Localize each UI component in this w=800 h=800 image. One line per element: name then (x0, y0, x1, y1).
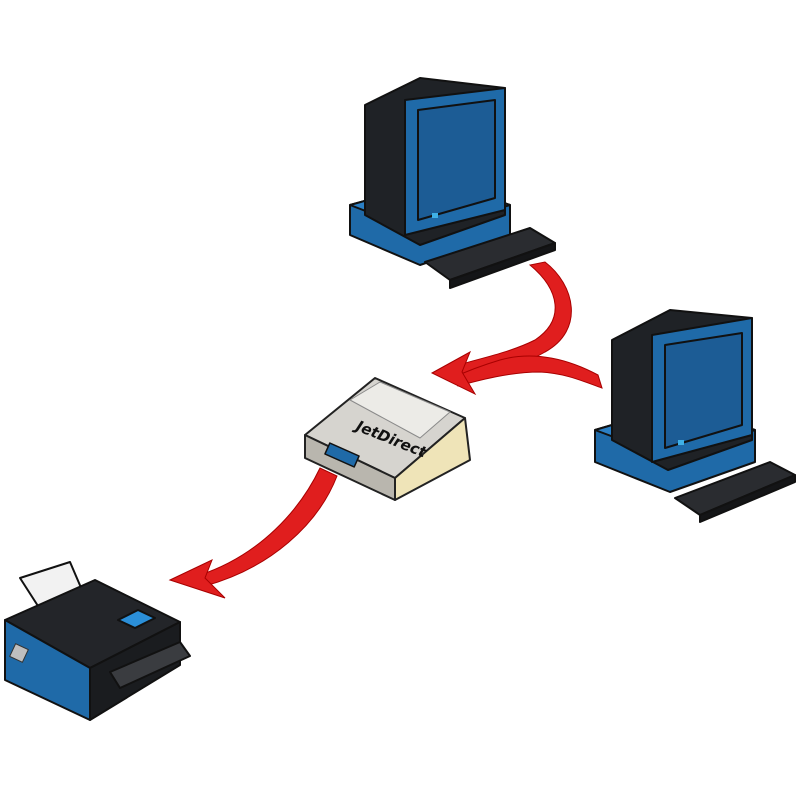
computer-top (349, 77, 556, 289)
computer-top-screen (417, 99, 496, 221)
arrowhead-printer (168, 559, 226, 599)
computer-right (594, 309, 796, 523)
hub-side (394, 417, 471, 501)
print-server-hub: JetDirect (304, 377, 471, 501)
printer-tray (109, 641, 191, 689)
hub-port (324, 442, 360, 468)
printer (4, 561, 191, 721)
printer-label (9, 643, 29, 663)
arrow-hub-to-printer (168, 467, 338, 599)
computer-right-screen (664, 332, 743, 449)
arrowhead-hub (430, 350, 477, 396)
printer-panel (117, 609, 156, 629)
arrow-computers-to-hub (430, 261, 603, 396)
